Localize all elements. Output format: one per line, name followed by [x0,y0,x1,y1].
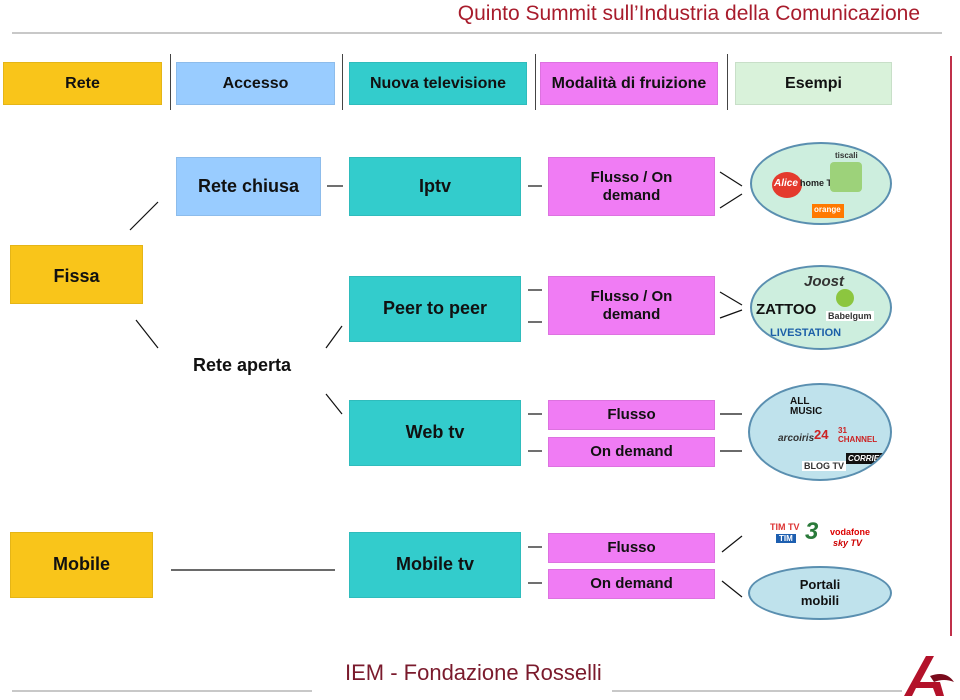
footer-divider [12,690,312,692]
box-web-tv: Web tv [349,400,521,466]
column-separator [342,54,343,110]
logo-orange: orange [814,205,841,214]
logo-babelgum: Babelgum [826,311,874,321]
header-modalita-fruizione: Modalità di fruizione [540,62,718,105]
box-mobile-ondemand: On demand [548,569,715,599]
box-webtv-ondemand: On demand [548,437,715,467]
logo-tim-tv: TIM TV [770,522,800,532]
logo-home-tv: home TV [800,178,839,188]
logo-corriere-tv: CORRIERE TV [846,453,890,464]
slide-title: Quinto Summit sull’Industria della Comun… [457,2,920,25]
box-iptv: Iptv [349,157,521,216]
logo-tim: TIM [776,534,796,543]
examples-webtv-ellipse: ALL MUSIC arcoiris 24 31 CHANNEL BLOG TV… [748,383,892,481]
logo-31-channel: 31 CHANNEL [838,426,878,444]
logo-sky-tv: sky TV [833,538,863,548]
box-rete-chiusa: Rete chiusa [176,157,321,216]
logo-zattoo: ZATTOO [756,301,817,318]
footer-text: IEM - Fondazione Rosselli [345,660,602,685]
footer-divider [612,690,902,692]
logo-livestation: LIVESTATION [770,327,842,339]
logo-arcoiris: arcoiris [778,433,815,444]
logo-tiscali: tiscali [835,151,858,160]
header-esempi: Esempi [735,62,892,105]
column-separator [170,54,171,110]
logo-24: 24 [814,427,829,442]
logo-blog-tv: BLOG TV [802,461,846,471]
examples-portali-ellipse: Portali mobili [748,566,892,620]
logo-vodafone: vodafone [830,527,871,537]
examples-p2p-ellipse: Joost ZATTOO Babelgum LIVESTATION [750,265,892,350]
header-rete: Rete [3,62,162,105]
box-fissa: Fissa [10,245,143,304]
logo-alice: Alice [774,178,798,189]
box-mobile-flusso: Flusso [548,533,715,563]
box-peer-fruizione: Flusso / On demand [548,276,715,335]
logo-tre: 3 [805,518,819,545]
label-rete-aperta: Rete aperta [193,355,292,375]
title-divider [12,32,942,34]
box-mobile: Mobile [10,532,153,598]
fondazione-logo-icon [904,656,954,696]
box-peer-to-peer: Peer to peer [349,276,521,342]
label-portali-mobili: Portali mobili [799,577,841,608]
column-separator [727,54,728,110]
box-iptv-fruizione: Flusso / On demand [548,157,715,216]
box-webtv-flusso: Flusso [548,400,715,430]
logo-joost: Joost [804,273,845,290]
header-nuova-televisione: Nuova televisione [349,62,527,105]
box-mobile-tv: Mobile tv [349,532,521,598]
header-accesso: Accesso [176,62,335,105]
logo-all-music: ALL MUSIC [790,396,823,417]
examples-iptv-ellipse: Alice home TV tiscali orange [750,142,892,225]
right-accent-line [950,56,952,636]
column-separator [535,54,536,110]
